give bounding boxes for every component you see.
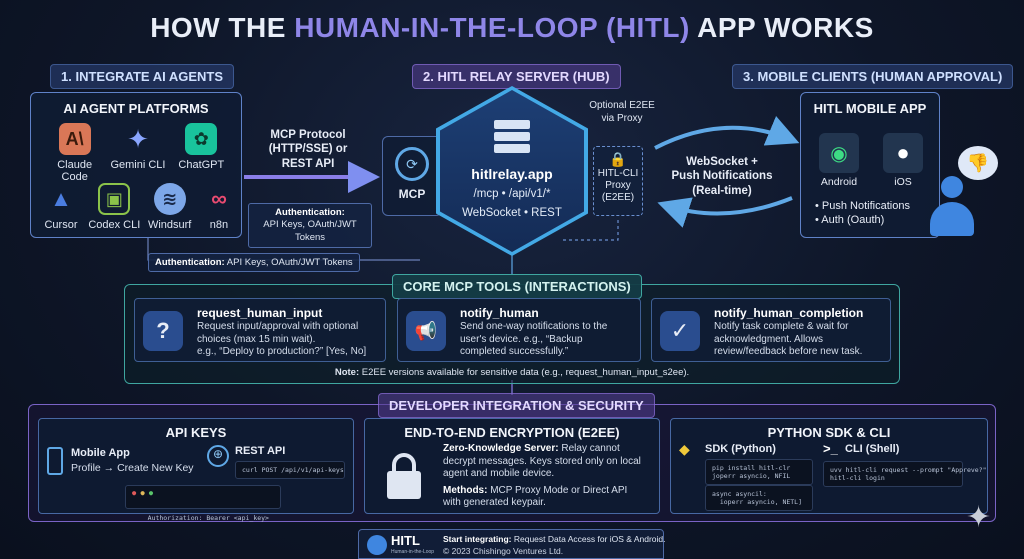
claude-icon: A\	[58, 123, 91, 155]
apple-icon: ●	[883, 133, 923, 173]
n8n-icon: ∞	[211, 186, 227, 211]
python-sdk-card: PYTHON SDK & CLI ◆ SDK (Python) pip inst…	[670, 418, 988, 514]
sdk-code-1: pip install hitl-clr joperr asyncio, NFI…	[705, 459, 813, 485]
auth-bottom-box: Authentication: API Keys, OAuth/JWT Toke…	[148, 253, 360, 272]
sdk-code-2: async asyncil: ioperr asyncio, NETL]	[705, 485, 813, 511]
human-user-icon	[930, 176, 974, 238]
windsurf-icon: ≋	[153, 183, 186, 215]
websocket-label: WebSocket + Push Notifications (Real-tim…	[671, 156, 773, 197]
chatgpt-icon: ✿	[185, 123, 218, 155]
section-integrate-header: 1. INTEGRATE AI AGENTS	[50, 64, 235, 89]
hitl-cli-proxy-box[interactable]: 🔒 HITL-CLI Proxy (E2EE)	[593, 146, 643, 216]
mcp-icon: ⟳	[395, 147, 429, 181]
check-icon: ✓	[660, 311, 700, 351]
agent-n8n[interactable]: ∞ n8n	[199, 183, 239, 231]
agent-cursor[interactable]: ▲ Cursor	[37, 183, 85, 231]
python-icon: ◆	[679, 441, 690, 457]
padlock-icon	[387, 453, 421, 501]
globe-icon: ⊕	[207, 445, 229, 467]
e2ee-card: END-TO-END ENCRYPTION (E2EE) Zero-Knowle…	[364, 418, 660, 514]
auth-inner-box: Authentication:API Keys, OAuth/JWT Token…	[248, 203, 372, 249]
core-tools-title: CORE MCP TOOLS (INTERACTIONS)	[392, 274, 642, 299]
agent-codex-cli[interactable]: ▣ Codex CLI	[88, 183, 140, 231]
core-note: Note: E2EE versions available for sensit…	[334, 367, 690, 378]
question-icon: ?	[143, 311, 183, 351]
sparkle-icon: ✦	[966, 501, 992, 534]
lock-icon: 🔒	[609, 151, 627, 167]
cli-code: uvv hitl-cli request --prompt "Appreve?"…	[823, 461, 987, 487]
mcp-box[interactable]: ⟳ MCP	[382, 136, 442, 216]
tool-card-notify-human-completion[interactable]: ✓ notify_human_completion Notify task co…	[651, 298, 891, 362]
protocol-label: MCP Protocol (HTTP/SSE) or REST API	[268, 129, 348, 170]
e2ee-description: Zero-Knowledge Server: Relay cannot decr…	[443, 443, 641, 508]
tool-card-request-human-input[interactable]: ? request_human_input Request input/appr…	[134, 298, 386, 362]
agent-gemini-cli[interactable]: ✦ Gemini CLI	[110, 123, 166, 172]
agent-claude-code[interactable]: A\ Claude Code	[43, 123, 106, 183]
ios-client[interactable]: ● iOS	[883, 133, 923, 188]
megaphone-icon: 📢	[406, 311, 446, 351]
gemini-icon: ✦	[127, 123, 149, 154]
page-title: HOW THE HUMAN-IN-THE-LOOP (HITL) APP WOR…	[150, 12, 874, 43]
tool-card-notify-human[interactable]: 📢 notify_human Send one-way notification…	[397, 298, 641, 362]
dev-title: DEVELOPER INTEGRATION & SECURITY	[378, 393, 655, 418]
hub-endpoints: /mcp • /api/v1/*	[473, 188, 551, 200]
footer-bar: HITL Human-in-the-Loop Start integrating…	[358, 529, 666, 559]
phone-icon	[47, 447, 63, 475]
mobile-to-hub-arrow	[657, 196, 793, 228]
agent-platforms-box: AI AGENT PLATFORMS A\ Claude Code ✦ Gemi…	[30, 92, 242, 238]
section-mobile-header: 3. MOBILE CLIENTS (HUMAN APPROVAL)	[732, 64, 1014, 89]
android-client[interactable]: ◉ Android	[819, 133, 859, 188]
auth-header-code: ● ● ● Authorization: Bearer <api_key>	[125, 485, 281, 522]
mobile-app-box: HITL MOBILE APP ◉ Android ● iOS • Push N…	[800, 92, 940, 238]
android-icon: ◉	[819, 133, 859, 173]
e2ee-note: Optional E2EE via Proxy	[589, 100, 655, 124]
rest-api-code: curl POST /api/v1/api-keys	[235, 461, 345, 479]
proxy-dashed-line	[560, 220, 619, 241]
hub-to-mobile-arrow	[654, 115, 800, 150]
hitl-logo-icon	[367, 535, 387, 555]
hub-name: hitlrelay.app	[471, 166, 553, 182]
api-keys-card: API KEYS Mobile App Profile → Create New…	[38, 418, 354, 522]
footer-start: Start integrating: Request Data Access f…	[443, 534, 666, 544]
mobile-features: • Push Notifications • Auth (Oauth)	[815, 200, 910, 227]
thumbs-down-icon: 👎	[958, 146, 998, 180]
agent-platforms-title: AI AGENT PLATFORMS	[63, 101, 209, 116]
server-icon	[494, 120, 530, 154]
agent-windsurf[interactable]: ≋ Windsurf	[144, 183, 196, 231]
terminal-icon: >_	[823, 441, 838, 456]
hub-transports: WebSocket • REST	[462, 207, 562, 219]
section-relay-header: 2. HITL RELAY SERVER (HUB)	[412, 64, 621, 89]
mobile-app-title: HITL MOBILE APP	[813, 101, 927, 116]
codex-icon: ▣	[98, 183, 131, 215]
cursor-icon: ▲	[50, 186, 72, 211]
agent-chatgpt[interactable]: ✿ ChatGPT	[170, 123, 233, 183]
